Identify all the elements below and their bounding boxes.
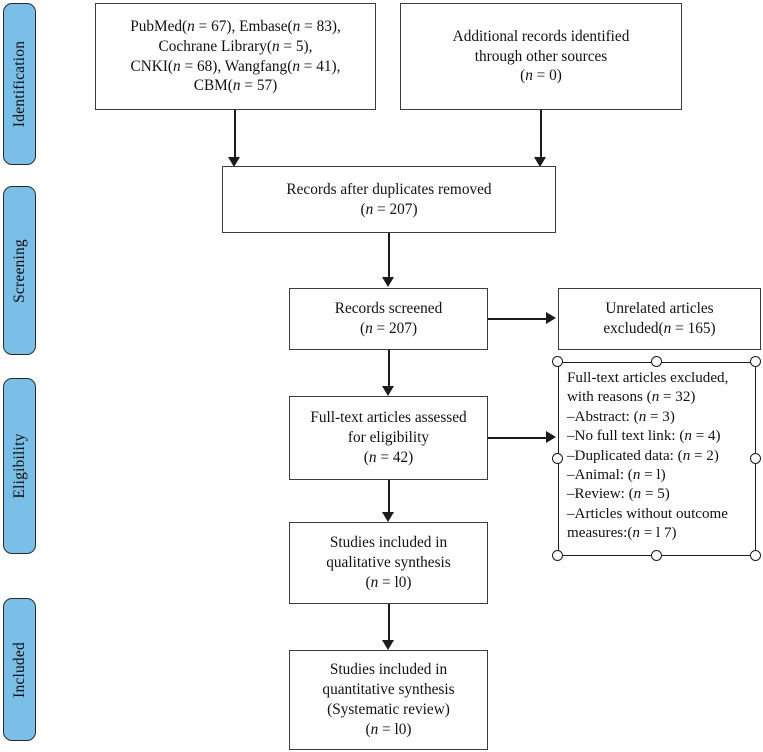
add-line-1: Additional records identified xyxy=(452,27,630,45)
arrowhead-dup-to-screened xyxy=(382,277,394,287)
connector-screened-to-unrelated xyxy=(488,318,548,320)
node-records-screened[interactable]: Records screened (n = 207) xyxy=(289,288,488,350)
exc-line-9: measures:(n = l 7) xyxy=(567,525,677,542)
unrel-line-2: excluded(n = 165) xyxy=(603,320,716,337)
stage-label-screening: Screening xyxy=(10,238,28,303)
resize-handle-top-left[interactable] xyxy=(552,356,563,367)
exc-line-5: –Duplicated data: (n = 2) xyxy=(567,447,719,464)
resize-handle-middle-right[interactable] xyxy=(750,453,761,464)
unrel-line-1: Unrelated articles xyxy=(605,300,714,318)
node-duplicates-removed-text: Records after duplicates removed (n = 20… xyxy=(231,180,547,220)
stage-label-eligibility: Eligibility xyxy=(10,433,28,499)
node-fulltext-excluded-text: Full-text articles excluded, with reason… xyxy=(567,369,749,544)
connector-additional-to-dup-vertical xyxy=(540,110,542,162)
db-line-3: CNKI(n = 68), Wangfang(n = 41), xyxy=(130,57,341,75)
stage-label-identification: Identification xyxy=(10,40,28,128)
connector-qualitative-to-quantitative-vertical xyxy=(388,604,390,644)
stage-label-included: Included xyxy=(10,641,28,698)
resize-handle-top-center[interactable] xyxy=(651,356,662,367)
stage-tab-screening[interactable]: Screening xyxy=(3,186,36,355)
resize-handle-bottom-center[interactable] xyxy=(651,550,662,561)
ft-line-2: for eligibility xyxy=(347,429,430,447)
node-database-records[interactable]: PubMed(n = 67), Embase(n = 83), Cochrane… xyxy=(95,3,376,110)
node-qualitative-synthesis[interactable]: Studies included in qualitative synthesi… xyxy=(289,522,488,604)
node-unrelated-excluded[interactable]: Unrelated articles excluded(n = 165) xyxy=(558,288,761,350)
ft-line-3: (n = 42) xyxy=(363,448,414,466)
qual-line-2: qualitative synthesis xyxy=(326,554,451,572)
arrowhead-screened-to-fulltext xyxy=(382,386,394,396)
connector-fulltext-to-excluded xyxy=(488,437,548,439)
db-line-4: CBM(n = 57) xyxy=(193,77,278,95)
node-additional-records-text: Additional records identified through ot… xyxy=(409,27,673,87)
db-line-1: PubMed(n = 67), Embase(n = 83), xyxy=(130,17,341,35)
node-fulltext-assessed[interactable]: Full-text articles assessed for eligibil… xyxy=(289,396,488,480)
quant-line-1: Studies included in xyxy=(329,661,448,679)
exc-line-7: –Review: (n = 5) xyxy=(567,486,670,503)
resize-handle-bottom-right[interactable] xyxy=(750,550,761,561)
node-quantitative-synthesis[interactable]: Studies included in quantitative synthes… xyxy=(289,650,488,750)
resize-handle-middle-left[interactable] xyxy=(552,453,563,464)
arrowhead-qualitative-to-quantitative xyxy=(382,640,394,650)
node-database-records-text: PubMed(n = 67), Embase(n = 83), Cochrane… xyxy=(104,17,367,97)
node-additional-records[interactable]: Additional records identified through ot… xyxy=(400,3,682,110)
arrowhead-fulltext-to-excluded xyxy=(546,431,556,443)
exc-line-4: –No full text link: (n = 4) xyxy=(567,428,721,445)
add-line-3: (n = 0) xyxy=(520,67,562,85)
connector-fulltext-to-qualitative-vertical xyxy=(388,480,390,516)
node-quantitative-synthesis-text: Studies included in quantitative synthes… xyxy=(298,660,479,740)
resize-handle-top-right[interactable] xyxy=(750,356,761,367)
node-records-screened-text: Records screened (n = 207) xyxy=(298,299,479,339)
arrowhead-additional-to-dup xyxy=(534,157,546,167)
exc-line-8: –Articles without outcome xyxy=(567,505,728,522)
arrowhead-db-to-dup xyxy=(228,157,240,167)
qual-line-3: (n = l0) xyxy=(365,573,412,591)
add-line-2: through other sources xyxy=(474,47,608,65)
node-fulltext-excluded-with-reasons[interactable]: Full-text articles excluded, with reason… xyxy=(558,362,756,556)
quant-line-4: (n = l0) xyxy=(365,720,412,738)
quant-line-2: quantitative synthesis xyxy=(322,681,455,699)
scr-line-1: Records screened xyxy=(334,300,443,318)
arrowhead-fulltext-to-qualitative xyxy=(382,512,394,522)
scr-line-2: (n = 207) xyxy=(359,320,418,337)
node-fulltext-assessed-text: Full-text articles assessed for eligibil… xyxy=(298,408,479,468)
resize-handle-bottom-left[interactable] xyxy=(552,550,563,561)
stage-tab-eligibility[interactable]: Eligibility xyxy=(3,378,36,554)
ft-line-1: Full-text articles assessed xyxy=(310,409,467,427)
db-line-2: Cochrane Library(n = 5), xyxy=(158,37,313,55)
connector-screened-to-fulltext-vertical xyxy=(388,350,390,390)
connector-db-to-dup-vertical xyxy=(234,110,236,162)
qual-line-1: Studies included in xyxy=(329,534,448,552)
stage-tab-identification[interactable]: Identification xyxy=(3,3,36,165)
exc-line-2: with reasons (n = 32) xyxy=(567,389,696,406)
arrowhead-screened-to-unrelated xyxy=(546,312,556,324)
exc-line-6: –Animal: (n = l) xyxy=(567,466,666,483)
node-unrelated-excluded-text: Unrelated articles excluded(n = 165) xyxy=(567,299,752,339)
node-qualitative-synthesis-text: Studies included in qualitative synthesi… xyxy=(298,533,479,593)
exc-line-3: –Abstract: (n = 3) xyxy=(567,408,675,425)
quant-line-3: (Systematic review) xyxy=(327,701,450,718)
dup-line-1: Records after duplicates removed xyxy=(286,180,492,198)
dup-line-2: (n = 207) xyxy=(360,200,418,218)
node-duplicates-removed[interactable]: Records after duplicates removed (n = 20… xyxy=(222,166,556,233)
exc-line-1: Full-text articles excluded, xyxy=(567,370,729,386)
connector-dup-to-screened-vertical xyxy=(388,233,390,281)
stage-tab-included[interactable]: Included xyxy=(3,598,36,741)
